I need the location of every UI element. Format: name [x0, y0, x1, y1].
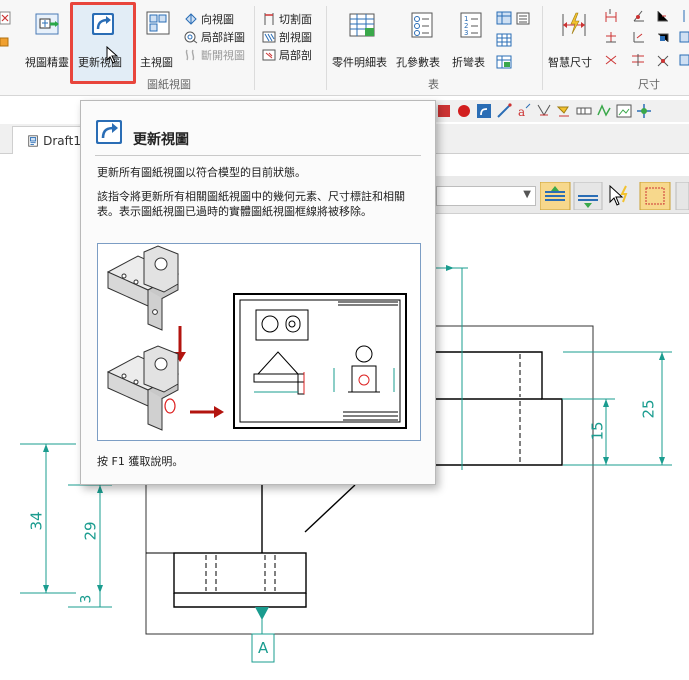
feature-control-icon[interactable]: [576, 103, 592, 119]
dimension-label-25[interactable]: 25: [639, 399, 658, 419]
tooltip-illustration: [97, 243, 421, 441]
update-views-tooltip: 更新視圖 更新所有圖紙視圖以符合模型的目前狀態。 該指令將更新所有相關圖紙視圖中…: [80, 100, 436, 485]
draft-document-icon: [28, 134, 38, 147]
principal-view-label: 主視圖: [140, 56, 173, 69]
detail-view-button[interactable]: 局部詳圖: [184, 28, 245, 46]
cutting-plane-icon: [264, 13, 274, 25]
smart-dimension-button[interactable]: 智慧尺寸: [546, 4, 602, 69]
tab-draft1[interactable]: Draft1: [12, 126, 82, 154]
ribbon: 視圖精靈 更新視圖 主視圖 向視圖 局部詳圖 斷開視圖: [0, 0, 689, 96]
group-label-drawing-views: 圖紙視圖: [147, 78, 191, 91]
annotation-icon[interactable]: [536, 103, 552, 119]
ribbon-separator: [326, 6, 327, 90]
view-wizard-button[interactable]: 視圖精靈: [22, 4, 72, 69]
bend-table-icon: 1 2 3: [460, 12, 482, 38]
cutting-plane-button[interactable]: 切割面: [262, 10, 312, 28]
smart-dimension-label: 智慧尺寸: [548, 56, 592, 69]
bend-table-button[interactable]: 1 2 3 折彎表: [450, 4, 492, 69]
ribbon-separator: [542, 6, 543, 90]
tooltip-description: 該指令將更新所有相關圖紙視圖中的幾何元素、尺寸標註和相關表。表示圖紙視圖已過時的…: [97, 190, 405, 218]
tooltip-help-text: 按 F1 獲取說明。: [97, 455, 184, 468]
smart-dimension-icon: [562, 12, 586, 36]
group-label-tables: 表: [428, 78, 439, 91]
chevron-down-icon: ▼: [523, 189, 531, 200]
principal-view-icon: [146, 11, 170, 35]
update-views-icon: [92, 13, 114, 35]
broken-view-label: 斷開視圖: [201, 49, 245, 62]
svg-text:2: 2: [464, 22, 468, 30]
detail-view-label: 局部詳圖: [201, 31, 245, 44]
image-icon[interactable]: [616, 103, 632, 119]
update-views-icon: [96, 120, 122, 144]
table-tools-icon[interactable]: [496, 10, 534, 76]
dimension-label-29[interactable]: 29: [81, 521, 100, 541]
broken-view-icon: [185, 49, 195, 61]
ribbon-separator: [254, 6, 255, 90]
tooltip-divider: [95, 155, 421, 156]
tab-label: Draft1: [43, 133, 81, 148]
principal-view-button[interactable]: 主視圖: [138, 4, 178, 69]
text-tool-icon[interactable]: a: [516, 103, 532, 119]
view-wizard-label: 視圖精靈: [25, 56, 69, 69]
dimension-label-15[interactable]: 15: [588, 421, 607, 441]
update-icon[interactable]: [476, 103, 492, 119]
surface-texture-icon[interactable]: [596, 103, 612, 119]
dimension-label-3[interactable]: 3: [78, 594, 95, 604]
update-illustration-image: [106, 245, 407, 431]
auxiliary-view-label: 向視圖: [201, 13, 234, 26]
cutting-plane-label: 切割面: [279, 13, 312, 26]
section-label-a[interactable]: A: [258, 639, 269, 657]
parts-list-label: 零件明細表: [332, 56, 387, 69]
section-view-icon: [262, 31, 276, 43]
svg-text:a: a: [518, 105, 525, 119]
dimension-tools-icon[interactable]: [604, 8, 689, 76]
partial-tool-icon[interactable]: [0, 10, 14, 56]
section-view-button[interactable]: 剖視圖: [262, 28, 312, 46]
bend-table-label: 折彎表: [452, 56, 485, 69]
broken-out-section-label: 局部剖: [279, 49, 312, 62]
svg-text:1: 1: [464, 15, 468, 23]
weld-icon[interactable]: [556, 103, 572, 119]
line-tool-icon[interactable]: [496, 103, 512, 119]
parts-list-button[interactable]: 零件明細表: [330, 4, 394, 69]
property-bar-tools-icon[interactable]: [540, 182, 689, 210]
tooltip-title: 更新視圖: [133, 132, 189, 148]
auxiliary-view-icon: [185, 13, 197, 25]
view-wizard-icon: [35, 13, 59, 35]
update-views-highlight: [70, 2, 136, 84]
broken-out-section-icon: [262, 49, 276, 61]
group-label-dimension: 尺寸: [638, 78, 660, 91]
dimension-label-34[interactable]: 34: [27, 511, 46, 531]
move-icon[interactable]: [636, 103, 652, 119]
hole-table-label: 孔參數表: [396, 56, 440, 69]
parts-list-icon: [349, 13, 375, 37]
broken-out-section-button[interactable]: 局部剖: [262, 46, 312, 64]
svg-text:3: 3: [464, 29, 468, 37]
broken-view-button: 斷開視圖: [184, 46, 245, 64]
stop-icon[interactable]: [436, 103, 452, 119]
tooltip-summary: 更新所有圖紙視圖以符合模型的目前狀態。: [97, 166, 306, 179]
mouse-cursor-icon: [106, 46, 119, 64]
section-view-label: 剖視圖: [279, 31, 312, 44]
record-icon[interactable]: [456, 103, 472, 119]
update-views-button[interactable]: 更新視圖: [74, 4, 132, 69]
auxiliary-view-button[interactable]: 向視圖: [184, 10, 234, 28]
hole-table-icon: [411, 12, 433, 38]
style-dropdown[interactable]: ▼: [436, 186, 536, 206]
detail-view-icon: [184, 31, 198, 44]
hole-table-button[interactable]: 孔參數表: [396, 4, 448, 69]
